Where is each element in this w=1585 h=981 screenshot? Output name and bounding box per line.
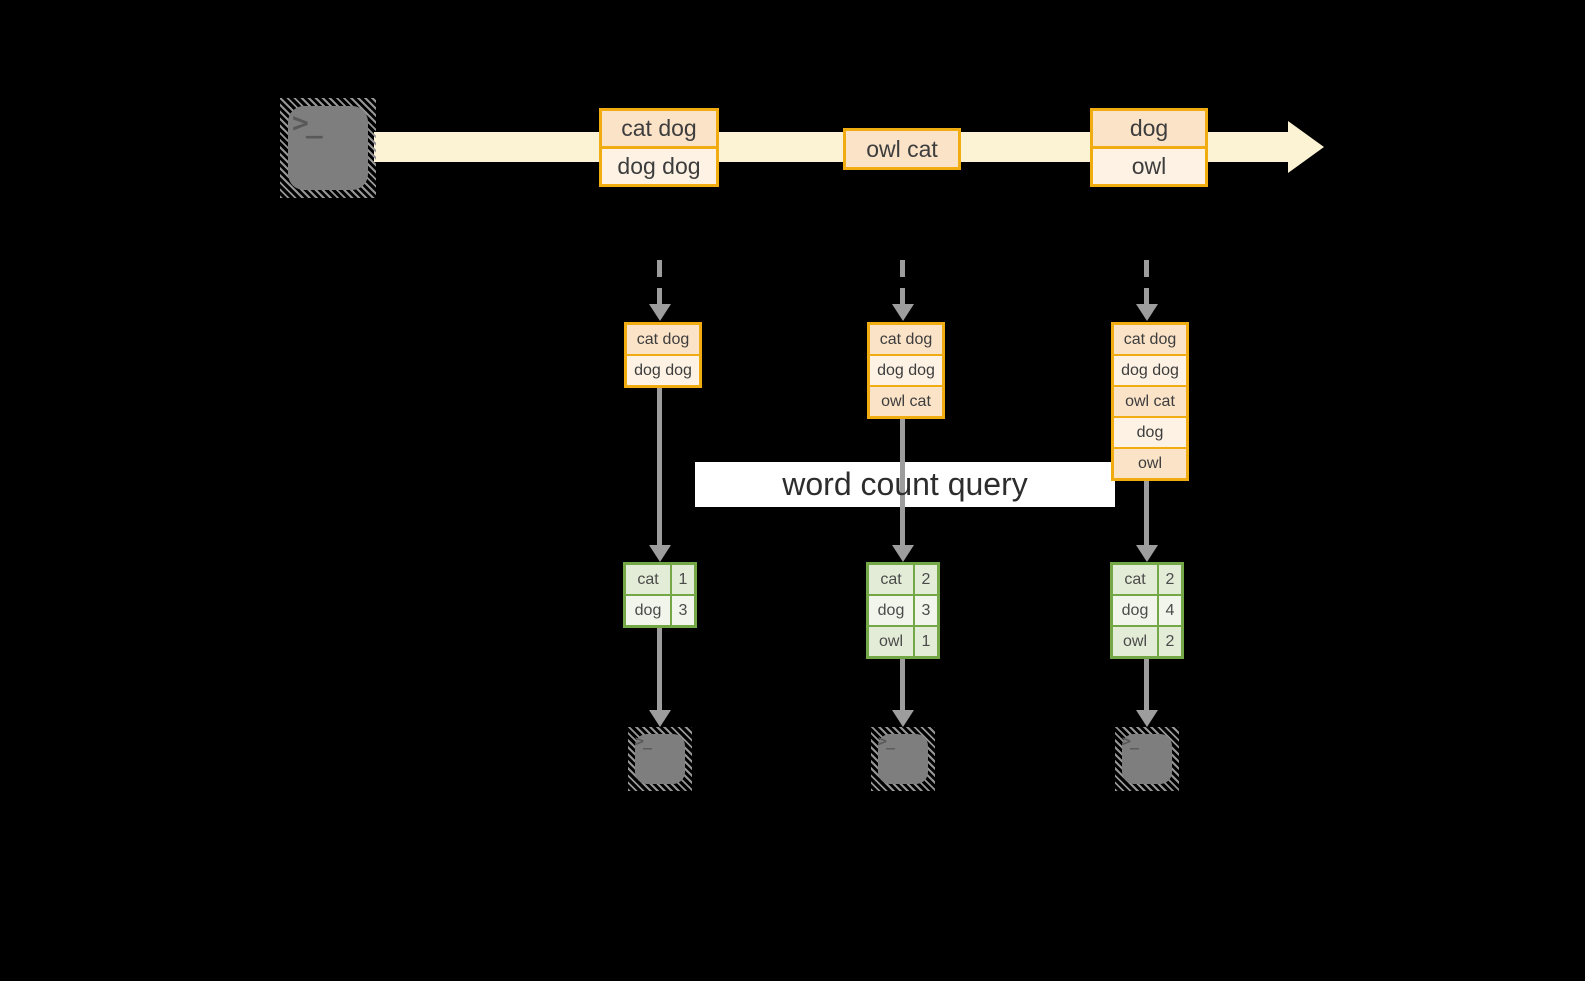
sink-terminal-screen [635, 734, 685, 784]
buffer-event: dog dog [1114, 356, 1186, 385]
count-word: owl [1113, 627, 1157, 656]
buffer-event: cat dog [627, 325, 699, 354]
source-terminal-screen [288, 106, 368, 190]
buffer-event: owl cat [870, 387, 942, 416]
stream-event-line: dog dog [602, 149, 716, 184]
terminal-prompt-glyph: >_ [878, 732, 895, 750]
buffer-event: owl [1114, 449, 1186, 478]
buffer-event: cat dog [1114, 325, 1186, 354]
buffer-event: dog dog [627, 356, 699, 385]
count-value: 3 [672, 596, 694, 625]
output-arrow-3 [1144, 659, 1149, 710]
stream-event-line: cat dog [602, 111, 716, 146]
count-table-3: cat 2 dog 4 owl 2 [1110, 562, 1184, 659]
query-arrowhead-3 [1136, 545, 1158, 562]
count-word: dog [626, 596, 670, 625]
stream-event-box-2: owl cat [843, 128, 961, 170]
count-word: cat [1113, 565, 1157, 594]
terminal-prompt-glyph: >_ [1122, 732, 1139, 750]
buffer-event: dog dog [870, 356, 942, 385]
ingest-arrow-3 [1144, 260, 1149, 304]
stream-event-line: dog [1093, 111, 1205, 146]
count-word: cat [626, 565, 670, 594]
output-arrowhead-2 [892, 710, 914, 727]
buffer-box-2: cat dog dog dog owl cat [867, 322, 945, 419]
buffer-event: dog [1114, 418, 1186, 447]
ingest-arrowhead-3 [1136, 304, 1158, 321]
query-arrowhead-2 [892, 545, 914, 562]
stream-event-line: owl cat [846, 131, 958, 167]
count-value: 1 [672, 565, 694, 594]
query-arrowhead-1 [649, 545, 671, 562]
buffer-event: cat dog [870, 325, 942, 354]
count-word: owl [869, 627, 913, 656]
buffer-box-3: cat dog dog dog owl cat dog owl [1111, 322, 1189, 481]
output-arrow-1 [657, 628, 662, 710]
sink-terminal-icon-3: >_ [1115, 727, 1179, 791]
count-word: dog [1113, 596, 1157, 625]
count-value: 2 [915, 565, 937, 594]
query-arrow-1 [657, 388, 662, 545]
output-arrow-2 [900, 659, 905, 710]
query-label: word count query [782, 466, 1028, 502]
output-arrowhead-3 [1136, 710, 1158, 727]
ingest-arrowhead-2 [892, 304, 914, 321]
count-table-2: cat 2 dog 3 owl 1 [866, 562, 940, 659]
count-word: cat [869, 565, 913, 594]
count-value: 2 [1159, 627, 1181, 656]
ingest-arrow-2 [900, 260, 905, 304]
count-value: 4 [1159, 596, 1181, 625]
query-arrow-3 [1144, 481, 1149, 545]
terminal-prompt-glyph: >_ [292, 106, 323, 139]
count-word: dog [869, 596, 913, 625]
query-band [695, 462, 1115, 507]
stream-event-box-3: dog owl [1090, 108, 1208, 187]
source-terminal-icon: >_ [280, 98, 376, 198]
output-arrowhead-1 [649, 710, 671, 727]
count-value: 3 [915, 596, 937, 625]
stream-event-box-1: cat dog dog dog [599, 108, 719, 187]
count-table-1: cat 1 dog 3 [623, 562, 697, 628]
sink-terminal-icon-1: >_ [628, 727, 692, 791]
query-arrow-2 [900, 419, 905, 545]
terminal-prompt-glyph: >_ [635, 732, 652, 750]
ingest-arrow-1 [657, 260, 662, 304]
ingest-arrowhead-1 [649, 304, 671, 321]
sink-terminal-screen [1122, 734, 1172, 784]
sink-terminal-screen [878, 734, 928, 784]
count-value: 1 [915, 627, 937, 656]
stream-event-line: owl [1093, 149, 1205, 184]
count-value: 2 [1159, 565, 1181, 594]
buffer-event: owl cat [1114, 387, 1186, 416]
buffer-box-1: cat dog dog dog [624, 322, 702, 388]
sink-terminal-icon-2: >_ [871, 727, 935, 791]
stream-arrow-head-icon [1288, 121, 1324, 173]
